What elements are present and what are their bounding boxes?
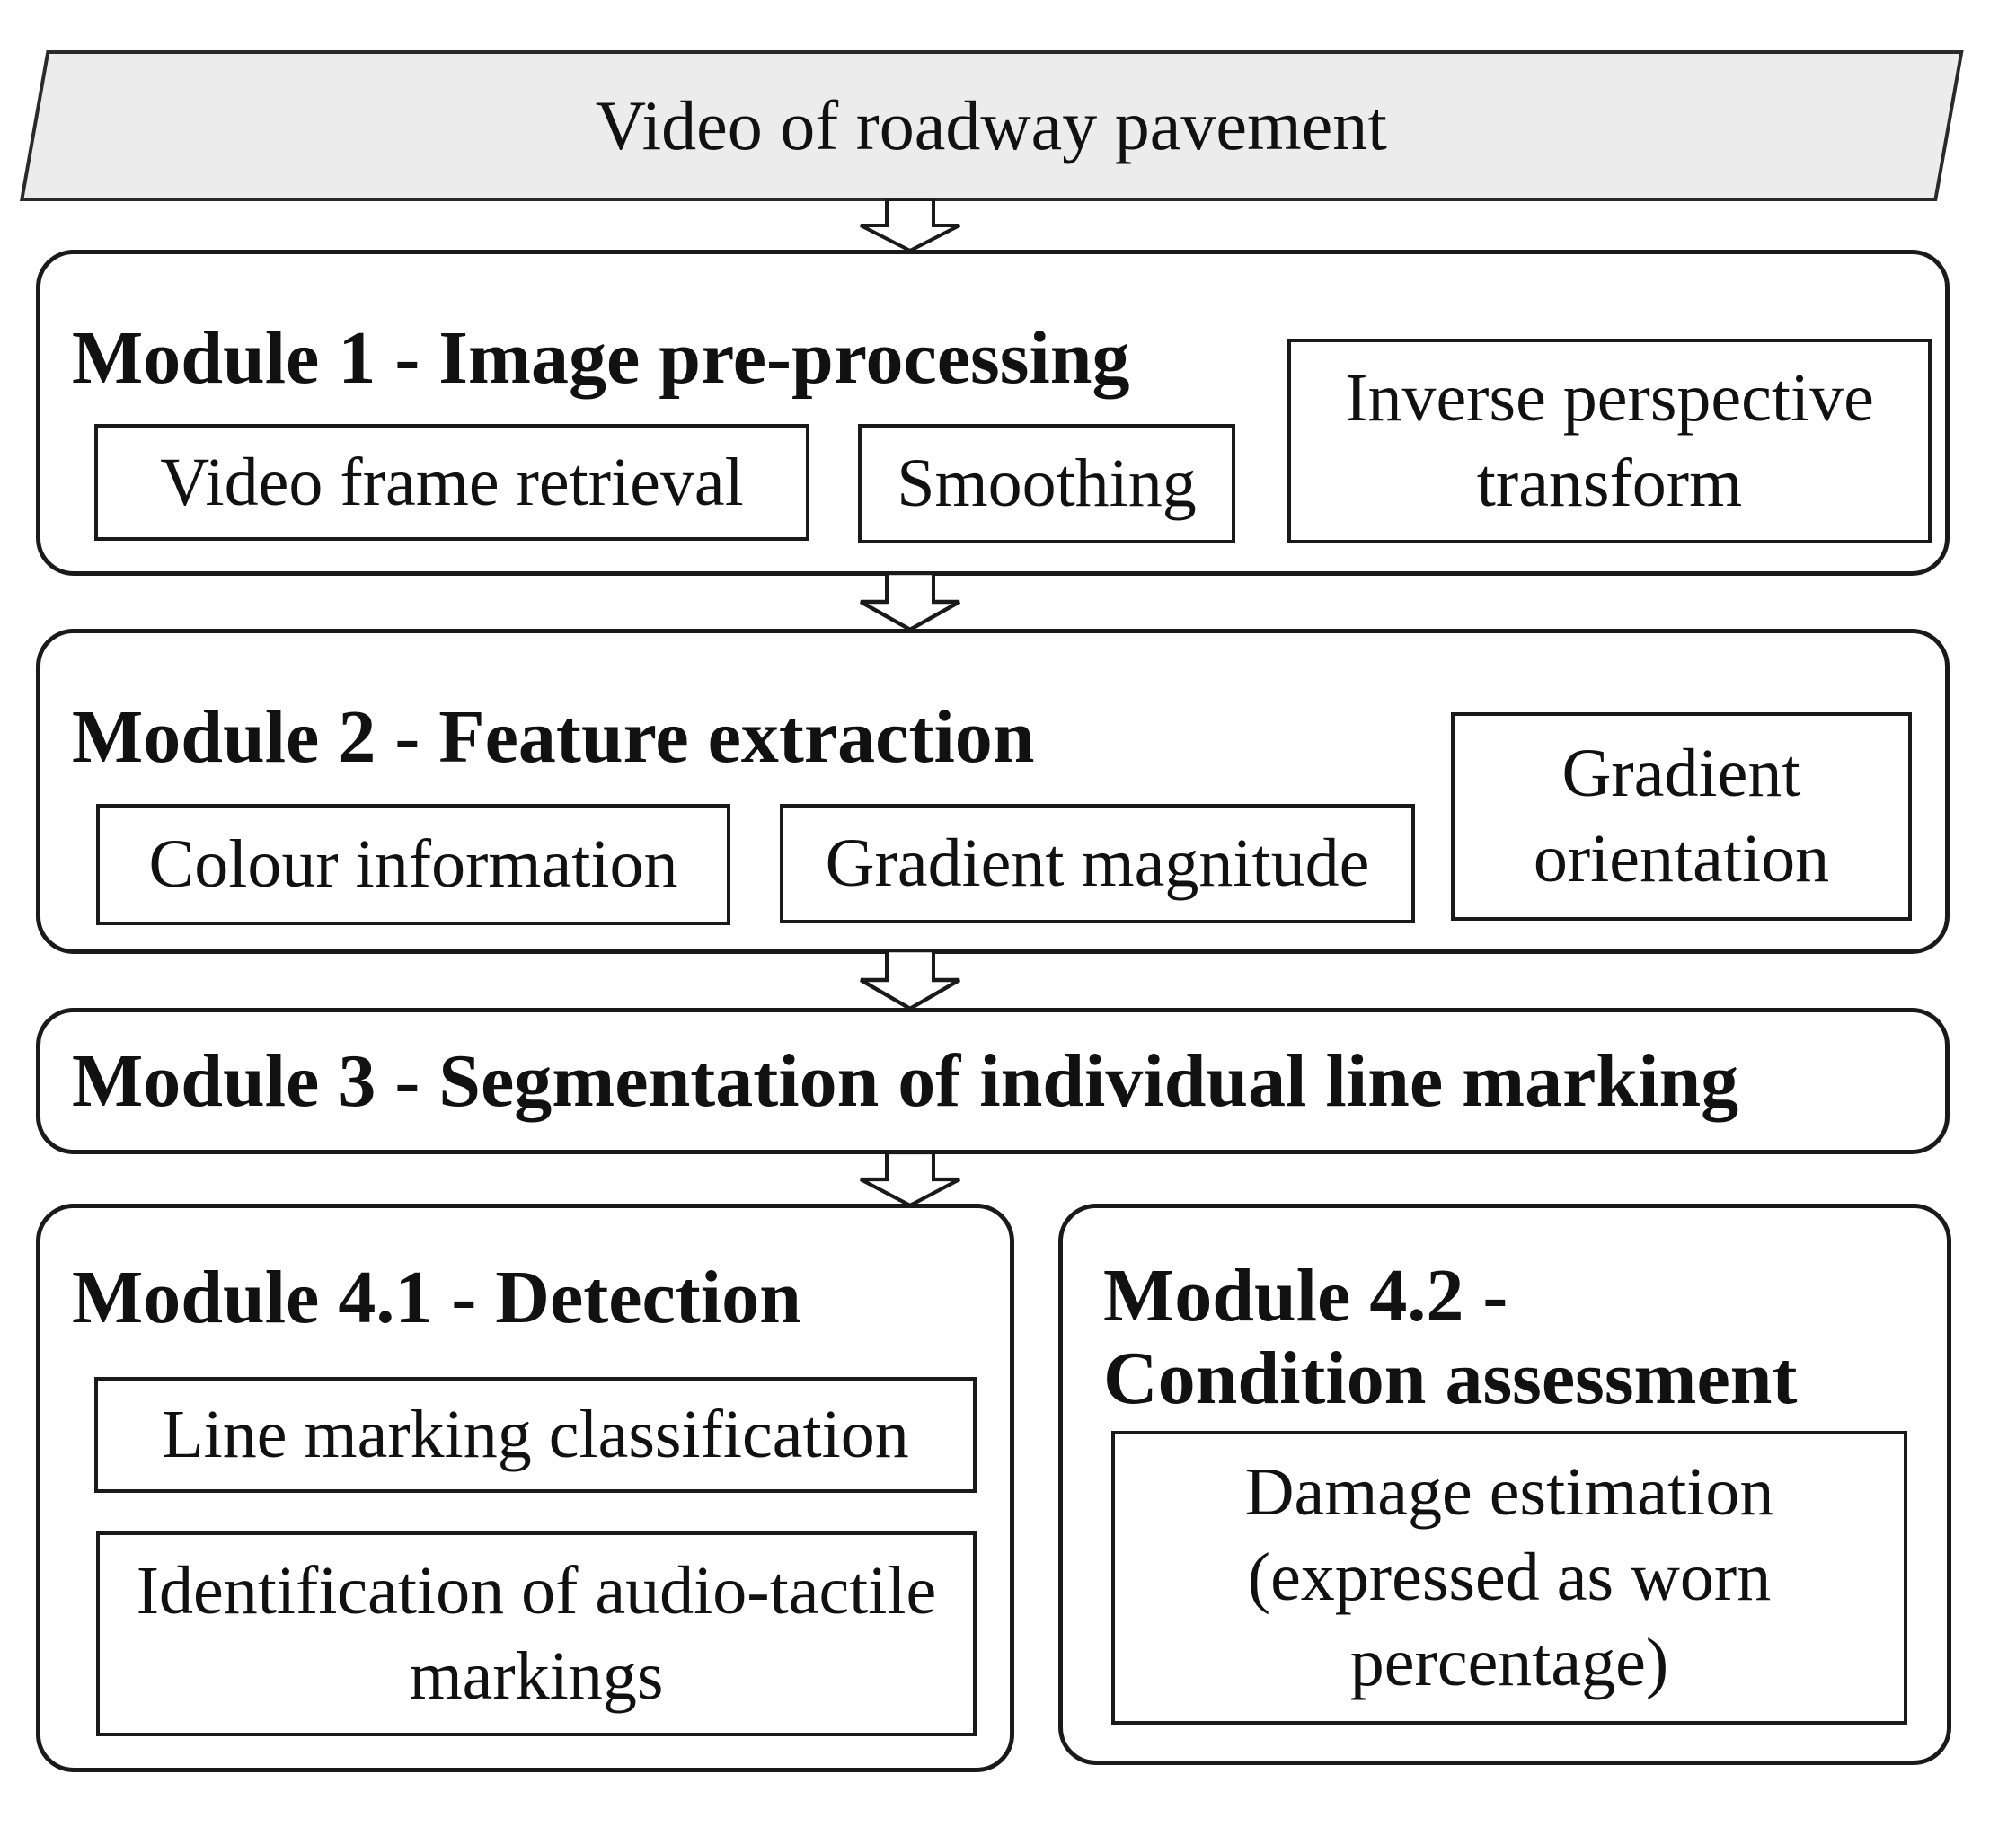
- box-colour-information: Colour information: [96, 804, 730, 925]
- module-4-2-title-line2: Condition assessment: [1103, 1337, 1798, 1420]
- module-3-title: Module 3 - Segmentation of individual li…: [72, 1038, 1739, 1123]
- flow-arrow-icon: [859, 573, 961, 631]
- box-label: Inverse perspective transform: [1345, 360, 1874, 521]
- box-inverse-perspective-transform: Inverse perspective transform: [1287, 339, 1932, 543]
- box-gradient-orientation: Gradient orientation: [1451, 712, 1912, 921]
- box-label: Damage estimation (expressed as worn per…: [1244, 1454, 1774, 1700]
- module-4-2-container: Module 4.2 - Condition assessment Damage…: [1058, 1204, 1951, 1765]
- start-parallelogram: Video of roadway pavement: [20, 50, 1964, 201]
- module-4-1-title: Module 4.1 - Detection: [72, 1256, 801, 1339]
- module-2-container: Module 2 - Feature extraction Colour inf…: [36, 629, 1950, 954]
- box-identification-audio-tactile: Identification of audio-tactile markings: [96, 1531, 977, 1736]
- box-smoothing: Smoothing: [858, 424, 1235, 543]
- box-label: Identification of audio-tactile markings: [136, 1553, 937, 1714]
- box-label: Video frame retrieval: [160, 444, 744, 520]
- module-4-1-container: Module 4.1 - Detection Line marking clas…: [36, 1204, 1014, 1772]
- module-4-2-title-line1: Module 4.2 -: [1103, 1254, 1508, 1337]
- module-1-title: Module 1 - Image pre-processing: [72, 316, 1130, 400]
- module-3-container: Module 3 - Segmentation of individual li…: [36, 1008, 1950, 1154]
- box-gradient-magnitude: Gradient magnitude: [780, 804, 1415, 923]
- box-video-frame-retrieval: Video frame retrieval: [94, 424, 809, 541]
- box-label: Gradient orientation: [1533, 736, 1830, 896]
- flow-arrow-icon: [859, 199, 961, 252]
- flow-arrow-icon: [859, 950, 961, 1010]
- box-label: Colour information: [148, 826, 678, 902]
- module-1-container: Module 1 - Image pre-processing Video fr…: [36, 250, 1950, 576]
- box-label: Gradient magnitude: [825, 825, 1370, 901]
- box-label: Smoothing: [897, 446, 1197, 521]
- flow-arrow-icon: [859, 1152, 961, 1206]
- box-damage-estimation: Damage estimation (expressed as worn per…: [1111, 1431, 1907, 1725]
- module-4-2-title: Module 4.2 - Condition assessment: [1103, 1255, 1912, 1420]
- module-2-title: Module 2 - Feature extraction: [72, 695, 1035, 779]
- start-label: Video of roadway pavement: [596, 86, 1388, 164]
- box-line-marking-classification: Line marking classification: [94, 1377, 977, 1493]
- box-label: Line marking classification: [162, 1397, 909, 1472]
